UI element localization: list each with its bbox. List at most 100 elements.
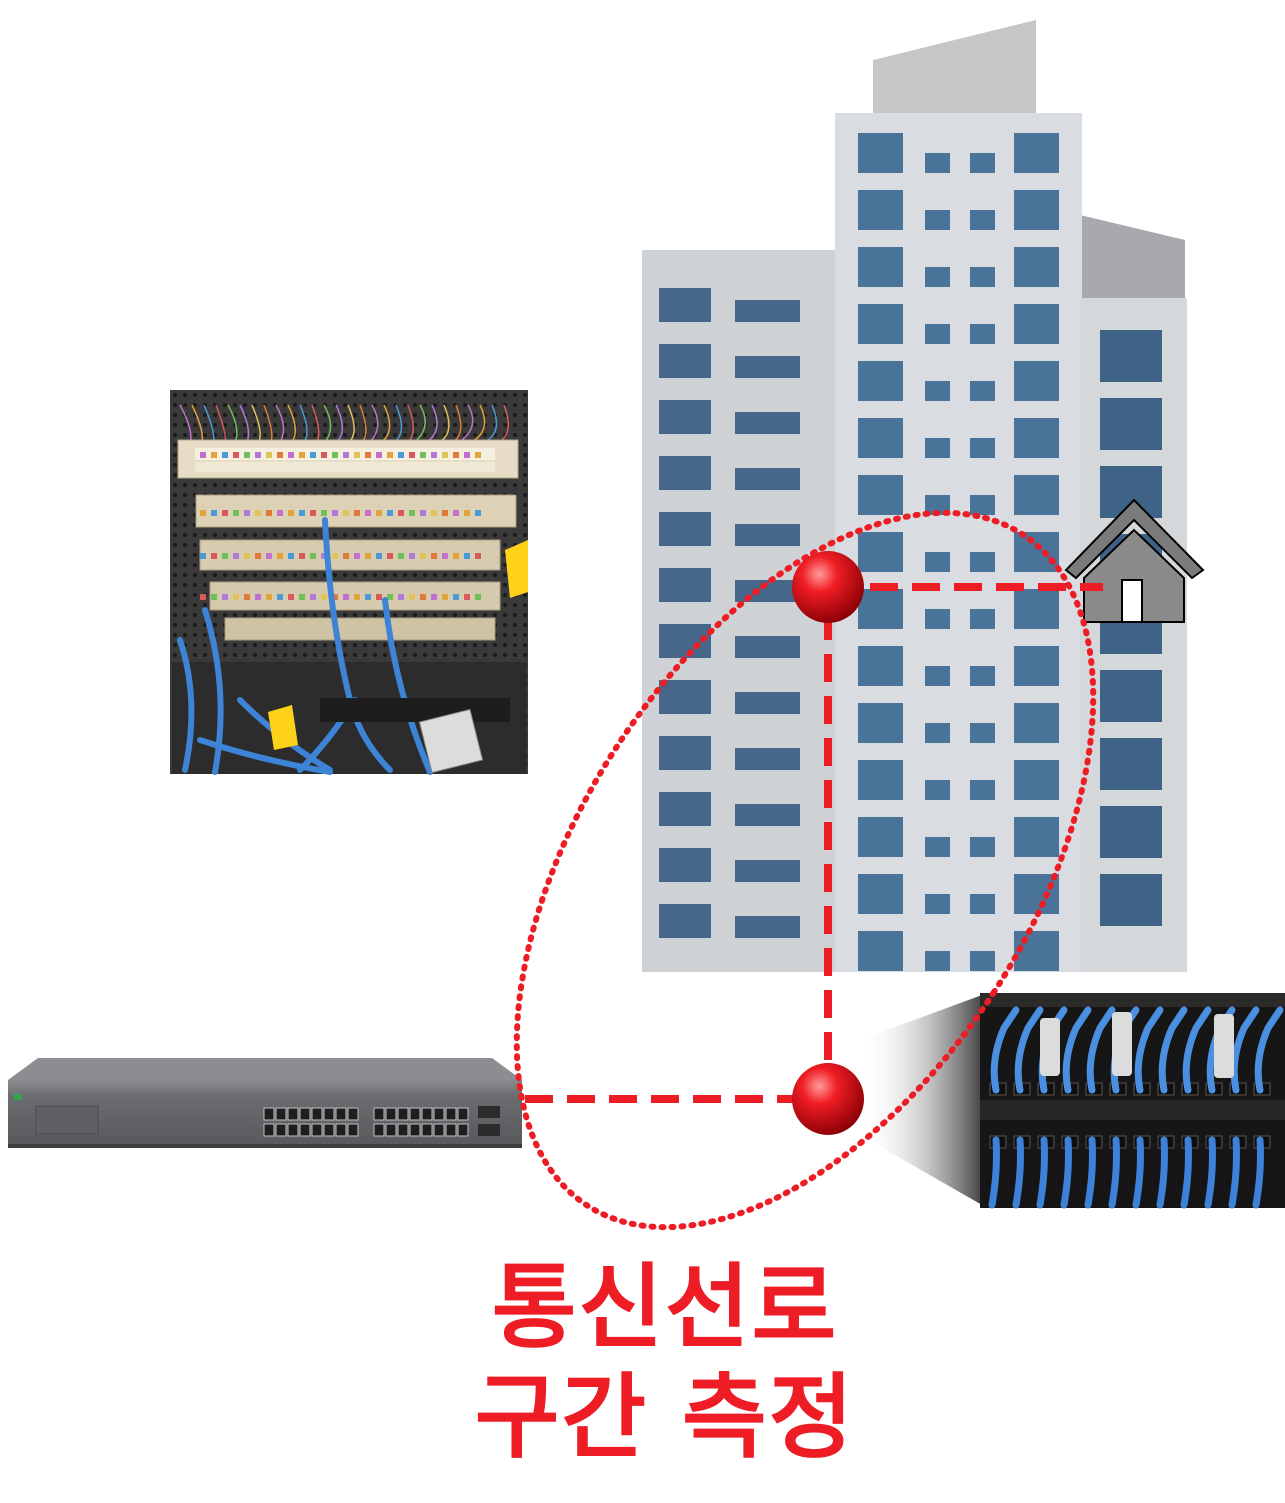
building-window [1100, 806, 1162, 858]
building-window [858, 646, 903, 686]
building-window [858, 247, 903, 287]
photo-terminal-pin [453, 553, 459, 559]
photo-terminal-pin [431, 553, 437, 559]
building-window [970, 951, 995, 971]
building-window [858, 133, 903, 173]
switch-port [347, 1123, 359, 1137]
building-window [858, 874, 903, 914]
photo-terminal-pin [365, 510, 371, 516]
building-window [659, 288, 711, 322]
building-window [925, 951, 950, 971]
building-window [858, 760, 903, 800]
photo-terminal-pin [420, 594, 426, 600]
photo-terminal-pin [321, 510, 327, 516]
photo-terminal-pin [310, 594, 316, 600]
building-window [1100, 738, 1162, 790]
photo-terminal-pin [431, 452, 437, 458]
photo-cable [197, 737, 333, 775]
photo-terminal-pin [453, 452, 459, 458]
building-window [735, 804, 800, 826]
building-window [1014, 874, 1059, 914]
photo-terminal-pin [409, 553, 415, 559]
switch-port [457, 1123, 469, 1137]
switch-port [287, 1123, 299, 1137]
switch-port [445, 1123, 457, 1137]
photo-cable [1132, 1136, 1144, 1209]
building-window [659, 792, 711, 826]
building-window [735, 524, 800, 546]
building-window [1100, 330, 1162, 382]
photo-cable [322, 517, 393, 773]
photo-cable [1158, 1006, 1188, 1094]
switch-port [433, 1107, 445, 1121]
photo-terminal-pin [442, 510, 448, 516]
photo-cable [1134, 1006, 1164, 1094]
switch-port [287, 1107, 299, 1121]
building-window [659, 680, 711, 714]
switch-port [409, 1123, 421, 1137]
photo-terminal-pin [354, 594, 360, 600]
building-window [925, 552, 950, 572]
building-window [659, 400, 711, 434]
photo-terminal-pin [343, 452, 349, 458]
photo-cable [1228, 1136, 1240, 1209]
building-window [858, 304, 903, 344]
photo-terminal-pin [475, 452, 481, 458]
photo-cable [1036, 1136, 1048, 1209]
building-window [1100, 874, 1162, 926]
photo-terminal-pin [200, 594, 206, 600]
switch-port [421, 1107, 433, 1121]
measurement-section [513, 509, 1103, 1231]
photo-terminal-pin [299, 553, 305, 559]
photo-terminal-pin [354, 452, 360, 458]
photo-terminal-pin [211, 452, 217, 458]
photo-terminal-pin [222, 452, 228, 458]
photo-cable [1084, 1136, 1096, 1209]
switch-port [397, 1123, 409, 1137]
photo-terminal-pin [211, 510, 217, 516]
house-icon [1064, 498, 1205, 623]
photo-terminal-pin [277, 452, 283, 458]
switch-port [347, 1107, 359, 1121]
photo-terminal-pin [255, 553, 261, 559]
photo-terminal-pin [409, 452, 415, 458]
photo-terminal-pin [332, 452, 338, 458]
photo-terminal-pin [475, 594, 481, 600]
photo-cable [990, 1006, 1020, 1094]
network-switch-icon [8, 1058, 522, 1148]
photo-terminal-pin [442, 452, 448, 458]
photo-terminal-pin [343, 510, 349, 516]
photo-terminal-pin [398, 553, 404, 559]
photo-terminal-pin [332, 510, 338, 516]
photo-cable [202, 607, 224, 775]
photo-cable [1204, 1136, 1216, 1209]
photo-cable [1254, 1006, 1284, 1094]
photo-terminal-pin [376, 510, 382, 516]
switch-port [373, 1123, 385, 1137]
switch-port [433, 1123, 445, 1137]
photo-terminal-pin [453, 594, 459, 600]
photo-terminal-pin [211, 594, 217, 600]
photo-terminal-pin [420, 510, 426, 516]
switch-port [385, 1123, 397, 1137]
photo-cable [1014, 1006, 1044, 1094]
building-window [858, 418, 903, 458]
photo-terminal-pin [244, 452, 250, 458]
building-window [970, 723, 995, 743]
building-window [925, 609, 950, 629]
building-window [858, 589, 903, 629]
building-window [970, 894, 995, 914]
building-window [970, 780, 995, 800]
photo-terminal-pin [244, 594, 250, 600]
photo-terminal-pin [244, 510, 250, 516]
photo-terminal-pin [398, 510, 404, 516]
building-window [858, 190, 903, 230]
measurement-zone-outline [513, 509, 1097, 1231]
photo-terminal-pin [365, 553, 371, 559]
building-window [1014, 190, 1059, 230]
switch-port [263, 1123, 275, 1137]
building-window [735, 860, 800, 882]
switch-port [323, 1123, 335, 1137]
photo-terminal-pin [475, 510, 481, 516]
photo-cable [1182, 1006, 1212, 1094]
